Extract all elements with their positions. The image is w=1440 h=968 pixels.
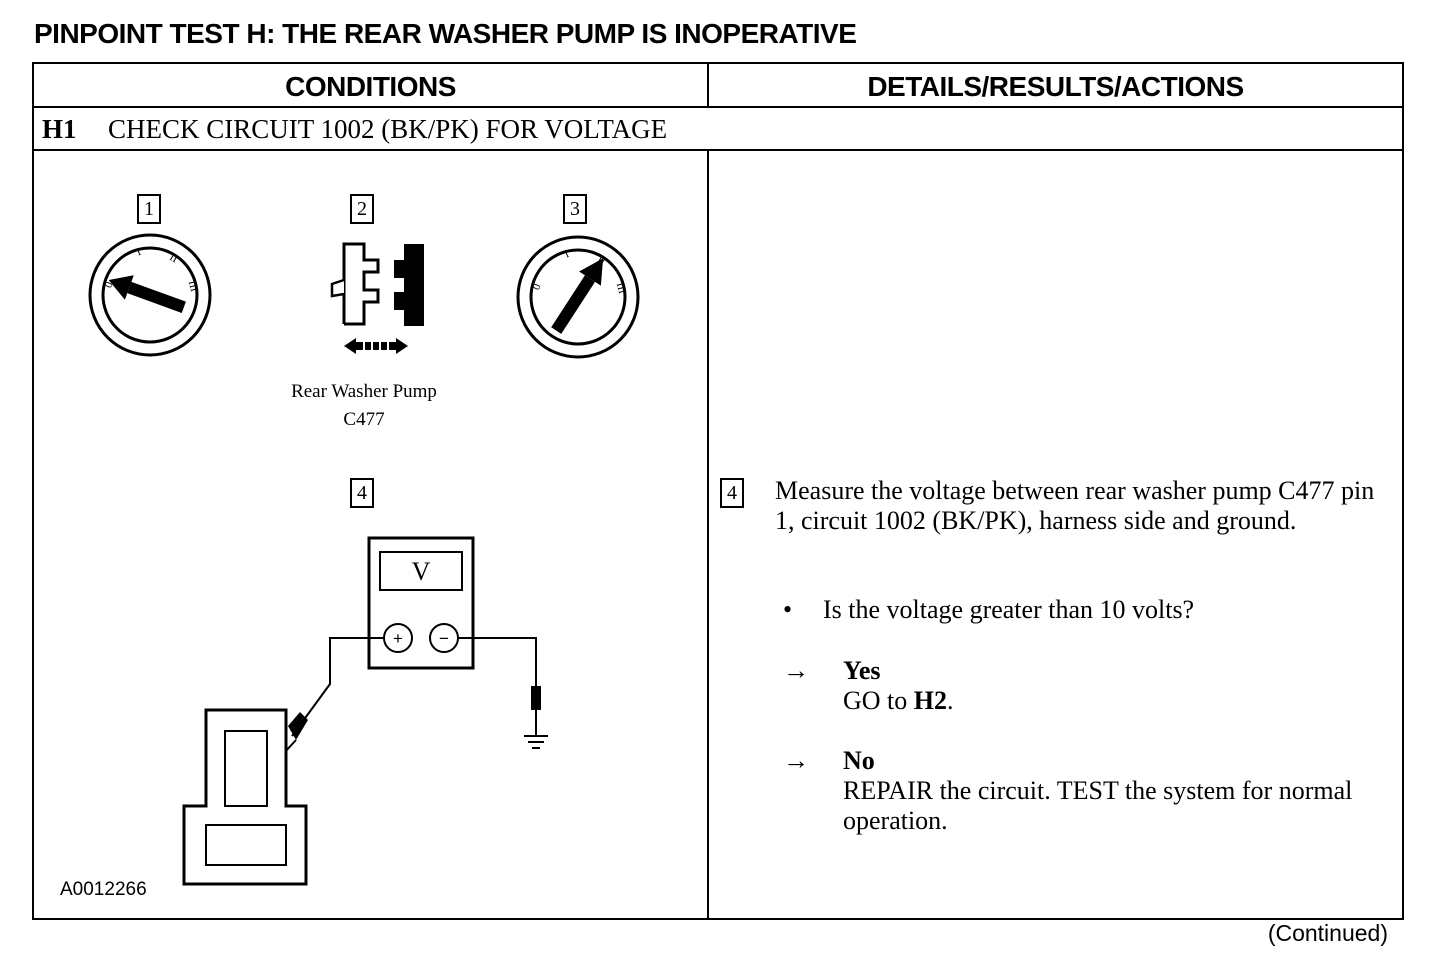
meter-minus: − xyxy=(439,629,449,648)
step-heading: H1 CHECK CIRCUIT 1002 (BK/PK) FOR VOLTAGE xyxy=(42,114,667,145)
switch1-mark-3: III xyxy=(186,279,201,293)
answer-yes-label: Yes xyxy=(843,656,881,685)
conditions-illustration: 0 I II III 0 I I xyxy=(88,233,640,886)
answer-no-text: REPAIR the circuit. TEST the system for … xyxy=(843,776,1353,835)
question-bullet: • xyxy=(783,595,793,624)
connector-disconnect-icon xyxy=(330,242,424,354)
ground-symbol-icon xyxy=(524,735,548,749)
answer-no-label: No xyxy=(843,746,875,775)
figure-id: A0012266 xyxy=(60,879,147,900)
action-instruction: Measure the voltage between rear washer … xyxy=(775,476,1375,535)
step-divider xyxy=(34,149,1402,151)
yes-text-post: . xyxy=(947,686,954,715)
step-id: H1 xyxy=(42,114,77,144)
harness-connector-icon xyxy=(182,708,308,886)
switch3-mark-1: I xyxy=(563,248,572,261)
pump-connector-label: Rear Washer Pump C477 xyxy=(234,378,494,434)
ignition-switch-off-icon: 0 I II III xyxy=(88,233,212,357)
pump-label-connector: C477 xyxy=(343,409,385,430)
ignition-switch-run-icon: 0 I II III xyxy=(516,235,640,359)
yes-step-ref: H2 xyxy=(913,686,948,715)
figure-number-3: 3 xyxy=(563,194,587,224)
switch1-mark-0: 0 xyxy=(103,280,116,290)
step-title: CHECK CIRCUIT 1002 (BK/PK) FOR VOLTAGE xyxy=(108,114,668,144)
arrow-icon: → xyxy=(783,656,809,685)
positive-lead xyxy=(291,637,384,737)
answer-no: → No REPAIR the circuit. TEST the system… xyxy=(783,746,1383,836)
arrow-icon: → xyxy=(783,746,809,775)
header-divider xyxy=(34,106,1402,108)
switch1-mark-1: I xyxy=(135,246,144,259)
figure-number-2: 2 xyxy=(350,194,374,224)
negative-probe xyxy=(531,686,541,710)
voltmeter-icon: V + − xyxy=(367,536,475,670)
figure-number-1: 1 xyxy=(137,194,161,224)
page-title: PINPOINT TEST H: THE REAR WASHER PUMP IS… xyxy=(34,18,857,49)
details-header: DETAILS/RESULTS/ACTIONS xyxy=(867,71,1244,102)
continued-note: (Continued) xyxy=(1267,920,1388,946)
meter-unit: V xyxy=(412,557,431,586)
pinpoint-test-table: CONDITIONS DETAILS/RESULTS/ACTIONS H1 CHE… xyxy=(32,62,1404,920)
conditions-header: CONDITIONS xyxy=(285,71,456,102)
action-number-box: 4 xyxy=(720,478,744,508)
column-divider xyxy=(707,64,709,106)
action-question: • Is the voltage greater than 10 volts? xyxy=(783,595,1195,625)
figure-number-4: 4 xyxy=(350,478,374,508)
meter-plus: + xyxy=(393,629,403,648)
answer-yes: → Yes GO to H2. xyxy=(783,656,954,716)
answer-yes-text: GO to H2. xyxy=(843,686,954,716)
switch3-mark-0: 0 xyxy=(531,282,544,292)
positive-probe xyxy=(288,712,308,740)
column-divider-lower xyxy=(707,149,709,920)
yes-text-pre: GO to xyxy=(843,686,914,715)
switch3-mark-3: III xyxy=(614,281,629,295)
pump-label-name: Rear Washer Pump xyxy=(291,381,437,402)
question-text: Is the voltage greater than 10 volts? xyxy=(823,595,1195,624)
negative-lead xyxy=(458,637,537,686)
